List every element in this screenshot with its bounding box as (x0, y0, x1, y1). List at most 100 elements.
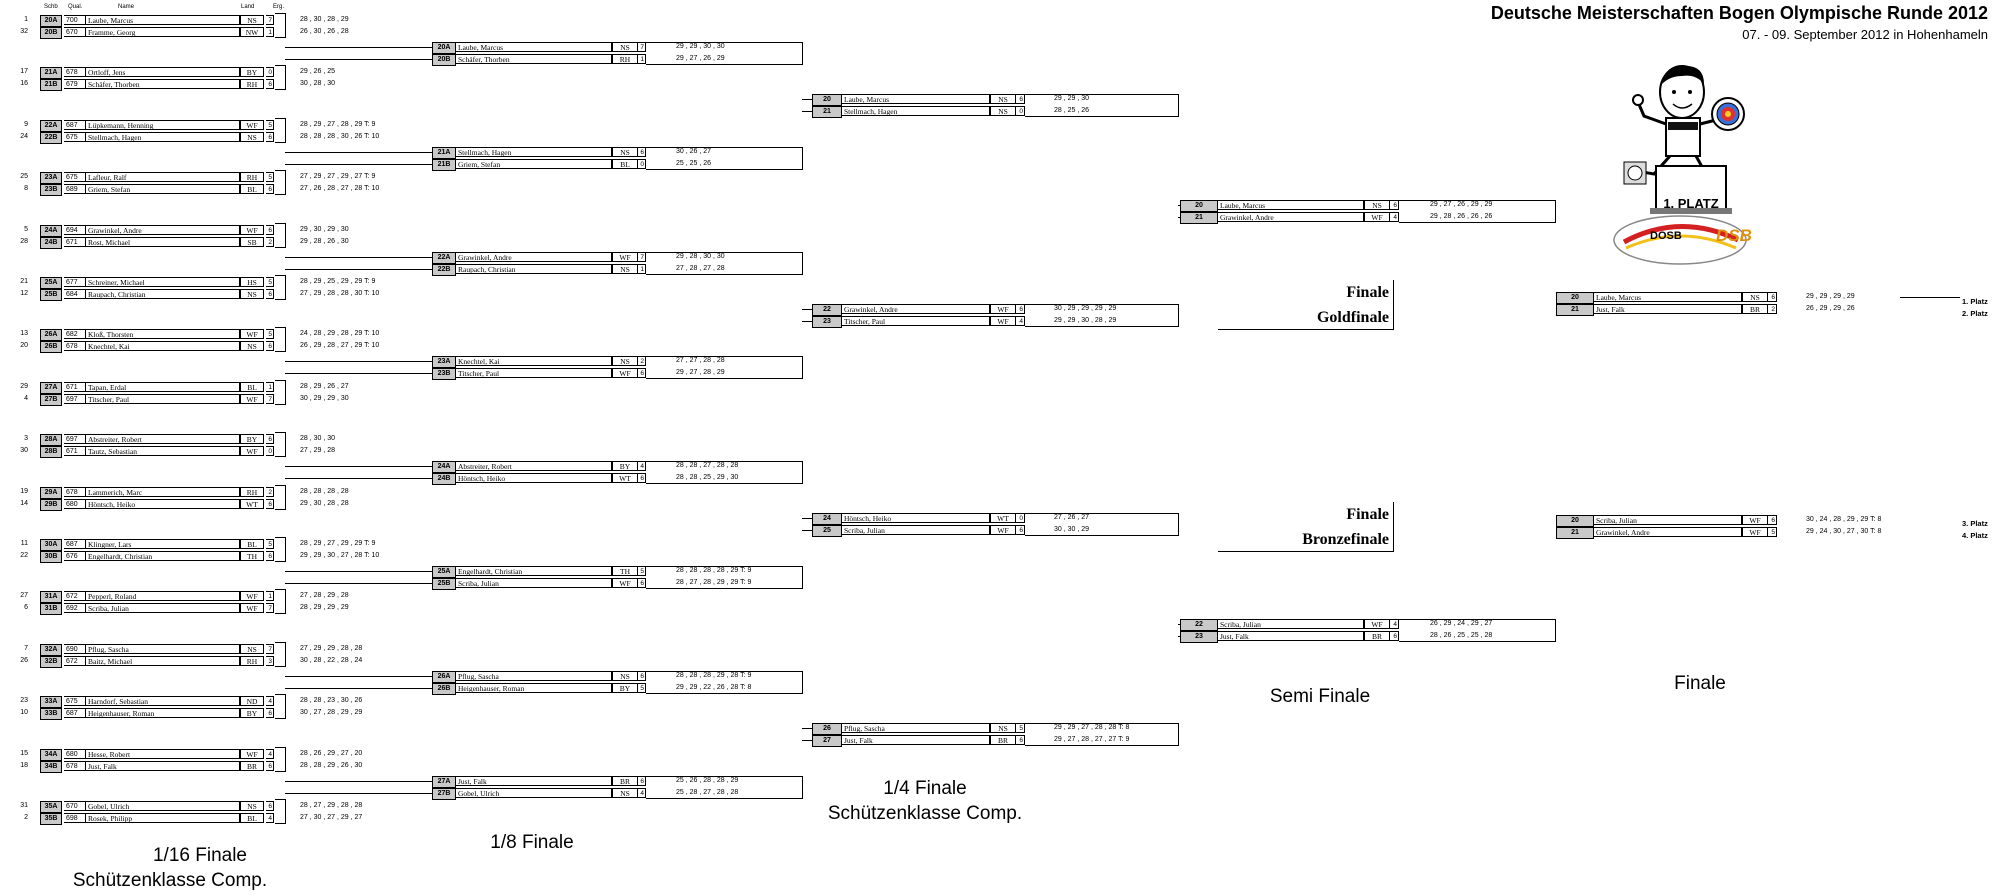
archer-name: Pflug, Sascha (456, 671, 612, 681)
bracket-line (285, 13, 286, 38)
qualification-score: 690 (64, 644, 86, 654)
set-points: 5 (266, 120, 274, 130)
bracket-line (275, 89, 285, 90)
set-points: 6 (266, 184, 274, 194)
set-points: 2 (1768, 304, 1777, 314)
bracket-slot: 29B (40, 499, 62, 511)
bracket-line (275, 327, 285, 328)
archer-name: Ortloff, Jens (86, 67, 240, 77)
set-points: 2 (266, 487, 274, 497)
bracket-line (1399, 222, 1555, 223)
end-scores: 28 , 29 , 27 , 28 , 29 T: 9 (300, 121, 376, 128)
end-scores: 28 , 29 , 25 , 29 , 29 T: 9 (300, 278, 376, 285)
bracket-line (285, 269, 432, 270)
archer-state: TH (240, 551, 264, 561)
set-points: 6 (1390, 631, 1399, 641)
seed-number: 28 (20, 238, 28, 245)
header-land: Land (241, 4, 255, 10)
archer-state: WF (990, 316, 1016, 326)
set-points: 5 (266, 172, 274, 182)
archer-name: Höntsch, Heiko (456, 473, 612, 483)
seed-number: 12 (20, 290, 28, 297)
bracket-slot: 21A (40, 67, 62, 79)
bracket-line (1178, 94, 1179, 117)
end-scores: 28 , 26 , 25 , 25 , 28 (1430, 632, 1493, 639)
archer-state: NS (240, 341, 264, 351)
qualification-score: 672 (64, 591, 86, 601)
bracket-slot: 31A (40, 591, 62, 603)
bracket-line (802, 530, 812, 531)
bracket-line (1178, 723, 1179, 746)
place-4: 4. Platz (1962, 531, 1988, 540)
archer-name: Rosek, Philipp (86, 813, 240, 823)
archer-name: Titscher, Paul (456, 368, 612, 378)
bracket-slot: 22A (40, 120, 62, 132)
seed-number: 5 (24, 226, 28, 233)
bracket-line (275, 37, 285, 38)
bracket-slot: 33B (40, 708, 62, 720)
header-schb: Schb (44, 4, 58, 10)
end-scores: 28 , 30 , 30 (300, 435, 336, 442)
archer-name: Scriba, Julian (1594, 515, 1742, 525)
archer-state: WF (1364, 212, 1390, 222)
end-scores: 28 , 28 , 28 , 30 , 26 T: 10 (300, 133, 380, 140)
bracket-slot: 33A (40, 696, 62, 708)
bracket-line (285, 59, 432, 60)
archer-name: Scriba, Julian (842, 525, 990, 535)
set-points: 4 (1390, 619, 1399, 629)
set-points: 7 (266, 15, 274, 25)
qualification-score: 677 (64, 277, 86, 287)
seed-number: 11 (20, 540, 28, 547)
end-scores: 28 , 29 , 26 , 27 (300, 383, 349, 390)
end-scores: 27 , 29 , 27 , 29 , 27 T: 9 (300, 173, 376, 180)
bracket-line (802, 566, 803, 589)
archer-state: NS (612, 356, 638, 366)
bracket-line (1025, 723, 1178, 724)
archer-state: BY (612, 461, 638, 471)
set-points: 0 (266, 67, 274, 77)
seed-number: 24 (20, 133, 28, 140)
bracket-slot: 26A (40, 329, 62, 341)
end-scores: 29 , 30 , 28 , 28 (300, 500, 349, 507)
seed-number: 13 (20, 330, 28, 337)
bracket-slot: 26B (432, 683, 456, 695)
qualification-score: 678 (64, 487, 86, 497)
end-scores: 28 , 27 , 29 , 28 , 28 (300, 802, 363, 809)
archer-state: WF (240, 329, 264, 339)
qualification-score: 682 (64, 329, 86, 339)
archer-name: Pepperl, Roland (86, 591, 240, 601)
seed-number: 15 (20, 750, 28, 757)
seed-number: 30 (20, 447, 28, 454)
seed-number: 17 (20, 68, 28, 75)
archer-state: WF (612, 578, 638, 588)
bracket-line (646, 274, 802, 275)
end-scores: 27 , 26 , 27 (1054, 514, 1090, 521)
end-scores: 29 , 28 , 26 , 26 , 26 (1430, 213, 1493, 220)
seed-number: 3 (24, 435, 28, 442)
bracket-line (285, 223, 286, 248)
bracket-line (1025, 535, 1178, 536)
bracket-line (285, 373, 432, 374)
archer-name: Baitz, Michael (86, 656, 240, 666)
bracket-slot: 23A (40, 172, 62, 184)
set-points: 7 (266, 394, 274, 404)
bracket-line (275, 642, 285, 643)
bracket-line (285, 164, 432, 165)
set-points: 6 (1016, 304, 1025, 314)
bracket-slot: 30A (40, 539, 62, 551)
archer-name: Stellmach, Hagen (456, 147, 612, 157)
bracket-slot: 20 (1180, 200, 1218, 212)
archer-name: Griem, Stefan (456, 159, 612, 169)
set-points: 6 (266, 79, 274, 89)
bracket-line (275, 170, 285, 171)
